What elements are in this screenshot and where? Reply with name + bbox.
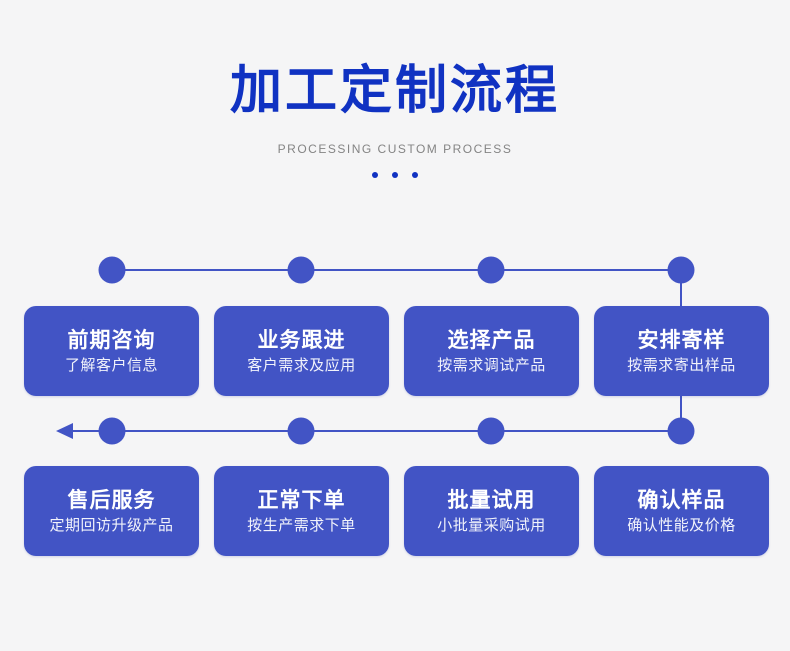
step-title: 批量试用 (447, 488, 536, 512)
step-title: 业务跟进 (257, 328, 346, 352)
arrow-left-icon (56, 423, 73, 439)
step-title: 安排寄样 (637, 328, 726, 352)
step-card-row-1: 前期咨询 了解客户信息 业务跟进 客户需求及应用 选择产品 按需求调试产品 安排… (24, 306, 769, 396)
step-desc: 按生产需求下单 (247, 516, 356, 534)
flow-node-dot (667, 417, 695, 445)
step-card: 售后服务 定期回访升级产品 (24, 466, 199, 556)
step-title: 售后服务 (67, 488, 156, 512)
step-card: 选择产品 按需求调试产品 (404, 306, 579, 396)
dot-icon (412, 172, 418, 178)
step-card: 业务跟进 客户需求及应用 (214, 306, 389, 396)
flow-node-dot (287, 417, 315, 445)
step-title: 正常下单 (257, 488, 346, 512)
flow-node-dot (98, 417, 126, 445)
step-desc: 按需求调试产品 (437, 356, 546, 374)
step-title: 前期咨询 (67, 328, 156, 352)
page-subtitle: PROCESSING CUSTOM PROCESS (277, 142, 513, 156)
flow-line-row1 (112, 269, 682, 271)
flow-node-dot (287, 256, 315, 284)
step-card-row-2: 售后服务 定期回访升级产品 正常下单 按生产需求下单 批量试用 小批量采购试用 … (24, 466, 769, 556)
page-title: 加工定制流程 (229, 62, 560, 120)
step-desc: 定期回访升级产品 (49, 516, 174, 534)
flow-line-row2 (66, 430, 682, 432)
dot-icon (372, 172, 378, 178)
step-desc: 小批量采购试用 (437, 516, 546, 534)
dot-icon (392, 172, 398, 178)
step-title: 选择产品 (447, 328, 536, 352)
flow-node-dot (98, 256, 126, 284)
step-card: 正常下单 按生产需求下单 (214, 466, 389, 556)
flow-node-dot (667, 256, 695, 284)
step-desc: 确认性能及价格 (627, 516, 736, 534)
step-desc: 了解客户信息 (64, 356, 158, 374)
step-card: 安排寄样 按需求寄出样品 (594, 306, 769, 396)
step-card: 确认样品 确认性能及价格 (594, 466, 769, 556)
step-desc: 按需求寄出样品 (627, 356, 736, 374)
step-card: 批量试用 小批量采购试用 (404, 466, 579, 556)
step-card: 前期咨询 了解客户信息 (24, 306, 199, 396)
step-desc: 客户需求及应用 (247, 356, 356, 374)
step-title: 确认样品 (637, 488, 726, 512)
title-dots-decoration (0, 172, 790, 178)
flow-node-dot (477, 256, 505, 284)
flow-node-dot (477, 417, 505, 445)
